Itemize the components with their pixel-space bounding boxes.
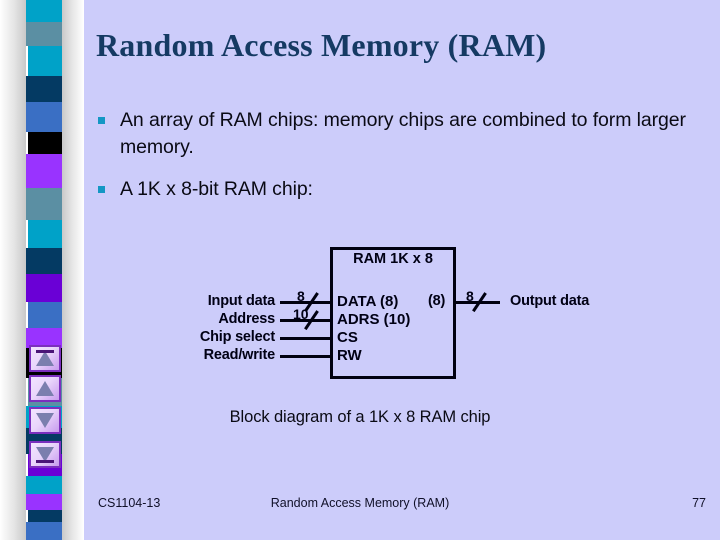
wire-input-data (280, 301, 330, 304)
sidebar-color-band (24, 0, 63, 22)
sidebar-decoration (0, 0, 84, 540)
signal-label-input-data: Input data (207, 293, 275, 309)
footer-topic: Random Access Memory (RAM) (270, 496, 450, 510)
square-bullet-icon (98, 186, 105, 193)
bus-slash-input-data (304, 292, 319, 312)
wire-chip-select (280, 337, 330, 340)
signal-label-chip-select: Chip select (199, 329, 275, 345)
square-bullet-icon (98, 117, 105, 124)
pin-label-data: DATA (8) (337, 293, 399, 310)
wire-address (280, 319, 330, 322)
sidebar-color-band (26, 188, 64, 220)
triangle-up-icon (36, 381, 54, 396)
bullet-item-text: A 1K x 8-bit RAM chip: (120, 178, 313, 200)
first-slide-button[interactable] (29, 345, 61, 372)
pin-label-adrs: ADRS (10) (337, 311, 411, 328)
ram-chip-box (330, 247, 456, 379)
bullet-item-text: An array of RAM chips: memory chips are … (120, 109, 686, 158)
previous-slide-button[interactable] (29, 375, 61, 402)
sidebar-color-band (26, 274, 64, 302)
triangle-up-with-bar-icon (36, 351, 54, 366)
pin-label-cs: CS (337, 329, 358, 346)
sidebar-left-shadow (0, 0, 26, 540)
nav-bar-line-icon (36, 460, 54, 463)
signal-label-read-write: Read/write (203, 347, 276, 363)
pin-label-rw: RW (337, 347, 362, 364)
bullet-item: A 1K x 8-bit RAM chip: (98, 176, 618, 203)
bus-width-input-data: 8 (297, 288, 305, 304)
pin-label-output-width: (8) (428, 293, 446, 309)
signal-label-output-data: Output data (510, 293, 590, 309)
bus-slash-output-data (472, 292, 487, 312)
sidebar-color-band (24, 248, 63, 274)
sidebar-color-band (24, 476, 63, 494)
diagram-caption: Block diagram of a 1K x 8 RAM chip (229, 408, 491, 426)
footer-course-code: CS1104-13 (98, 496, 161, 510)
sidebar-color-band (27, 220, 66, 248)
nav-bar-line-icon (36, 350, 54, 353)
triangle-down-icon (36, 413, 54, 428)
sidebar-color-band (24, 76, 63, 102)
sidebar-color-band (24, 522, 63, 540)
sidebar-right-shadow (62, 0, 84, 540)
triangle-down-with-bar-icon (36, 447, 54, 462)
last-slide-button[interactable] (29, 441, 61, 468)
footer-page-number: 77 (692, 496, 706, 510)
signal-label-address: Address (218, 311, 275, 327)
page-title: Random Access Memory (RAM) (96, 27, 547, 63)
sidebar-color-band (27, 46, 66, 76)
sidebar-color-band (27, 132, 66, 154)
sidebar-color-band (24, 328, 63, 348)
wire-read-write (280, 355, 330, 358)
bullet-item: An array of RAM chips: memory chips are … (98, 107, 698, 161)
bus-slash-address (304, 310, 319, 330)
sidebar-color-band (26, 494, 64, 510)
next-slide-button[interactable] (29, 407, 61, 434)
sidebar-color-band (27, 302, 66, 328)
sidebar-color-band (26, 22, 64, 46)
sidebar-color-band (26, 102, 64, 132)
bus-width-address: 10 (293, 306, 309, 322)
bus-width-output-data: 8 (466, 288, 474, 304)
ram-chip-title: RAM 1K x 8 (353, 251, 433, 267)
sidebar-color-band (27, 510, 66, 522)
wire-output-data (456, 301, 500, 304)
sidebar-color-band (24, 154, 63, 188)
